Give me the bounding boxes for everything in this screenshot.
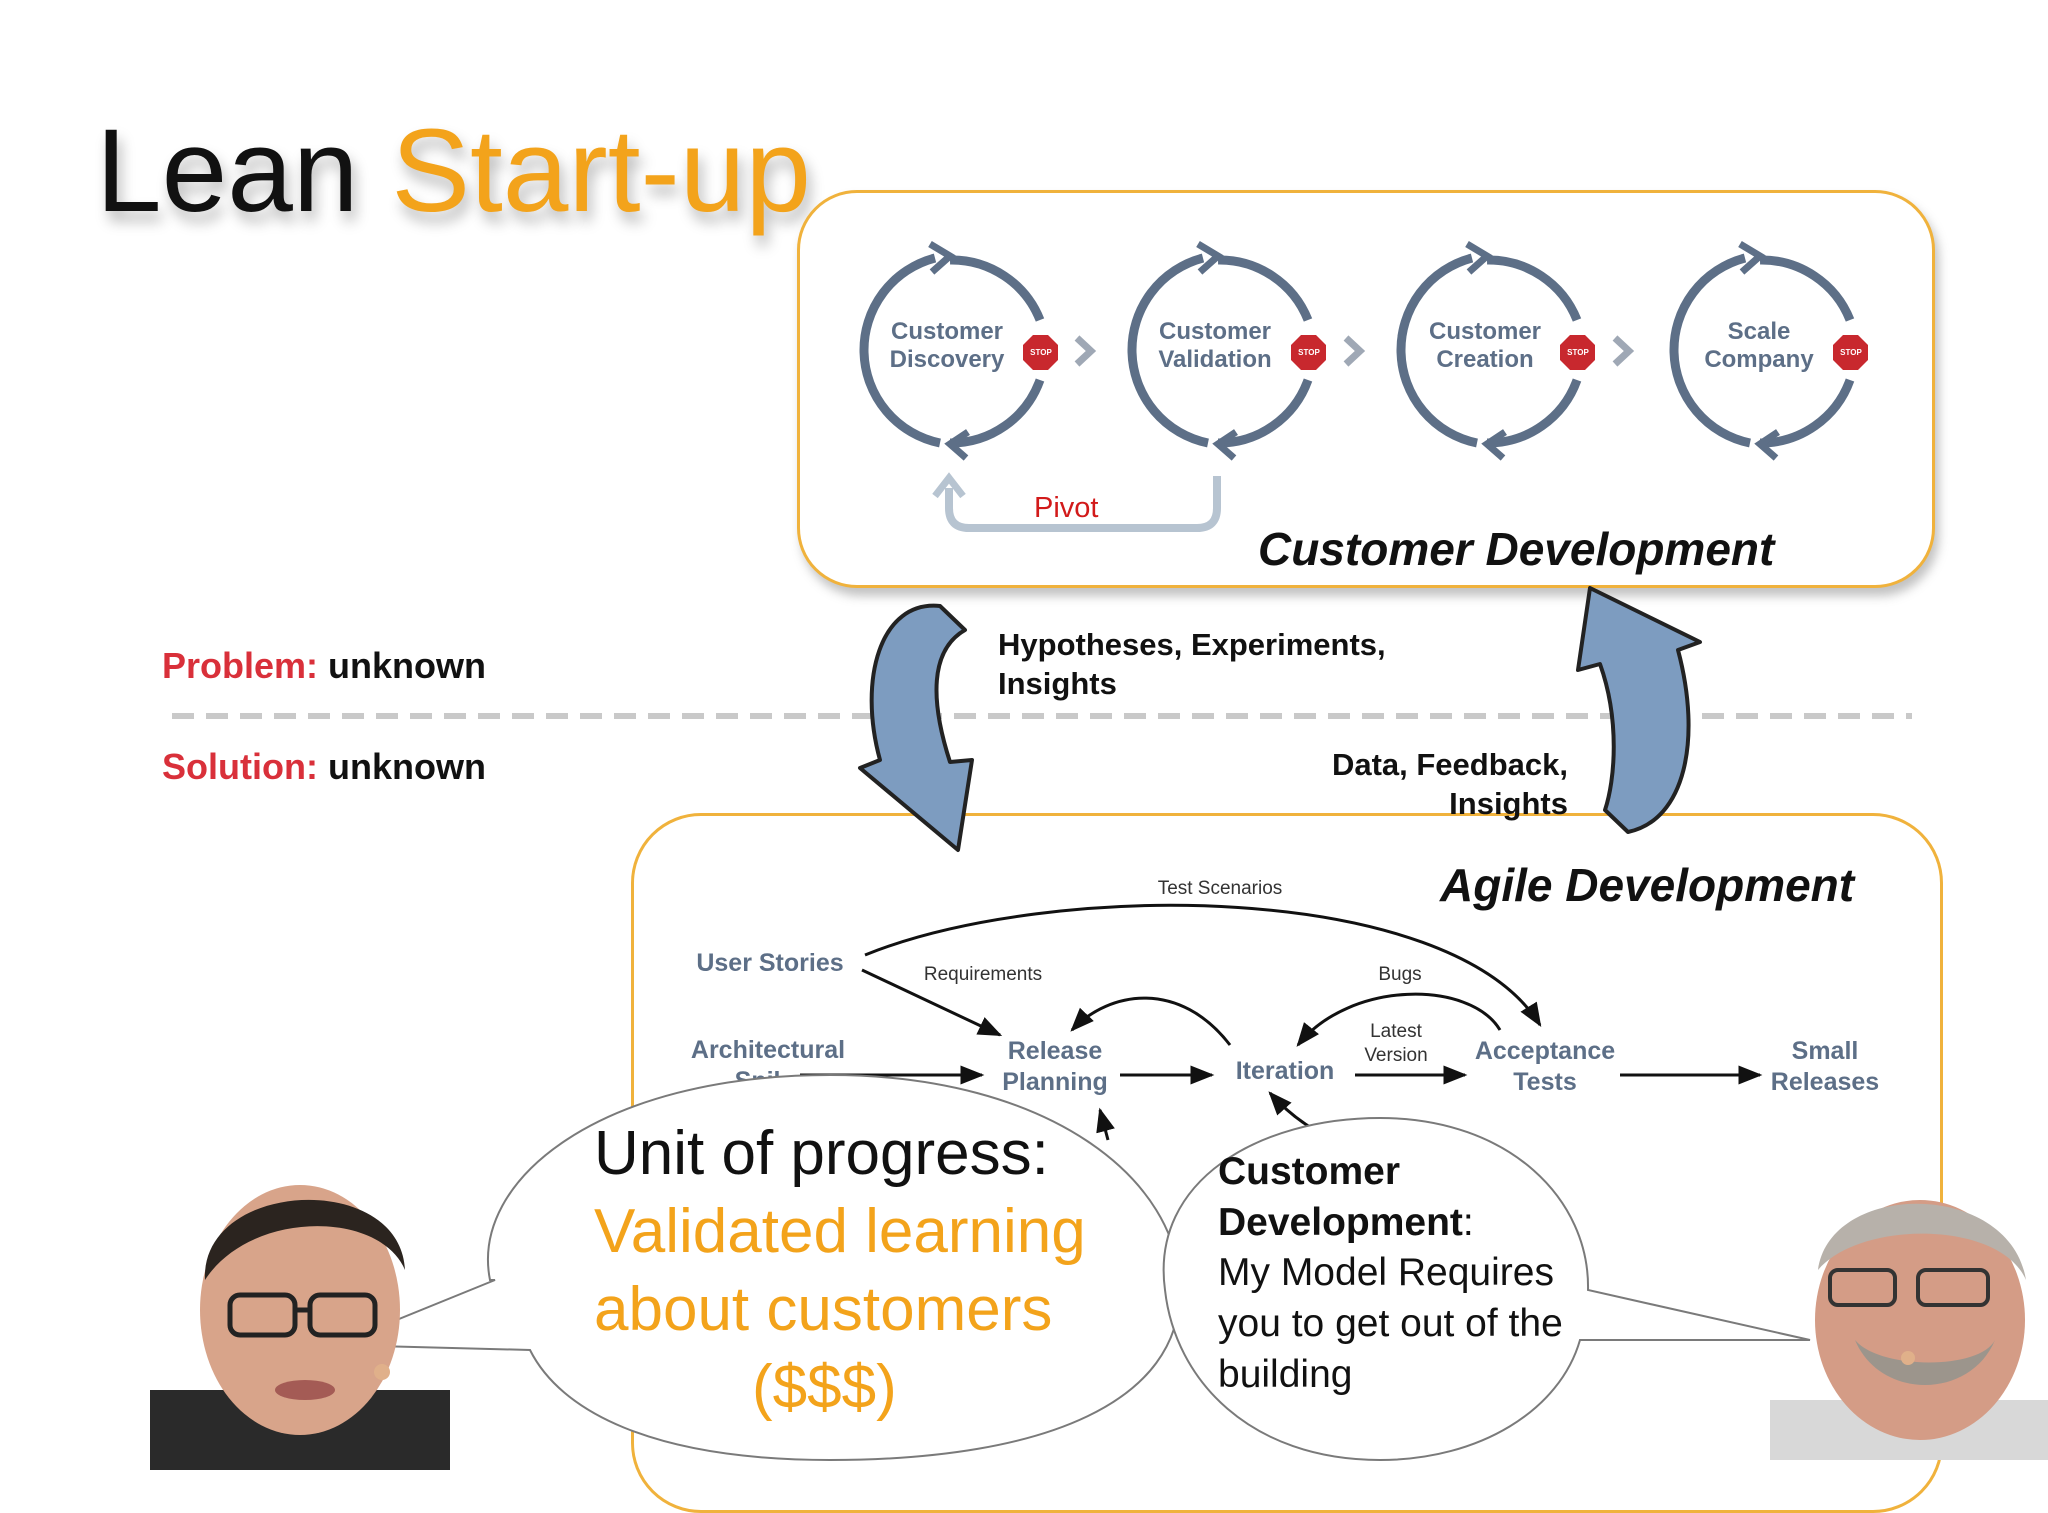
stop-sign-icon: [1023, 335, 1868, 370]
requirements-edge: [861, 968, 1003, 1037]
stage-line: Discovery: [889, 345, 1005, 373]
node-architectural-spike: Architectural Spike: [670, 1035, 866, 1083]
stage-customer-discovery: Customer Discovery: [847, 318, 1047, 373]
stage-line: Customer: [1428, 318, 1542, 345]
customer-development-loops: STOP STOP STOP STOP: [859, 240, 1868, 532]
problem-label: Problem: unknown: [162, 645, 486, 687]
edge-line: Latest: [1370, 1021, 1422, 1042]
node-line: Small: [1791, 1037, 1859, 1065]
title-main: Lean: [96, 105, 359, 237]
right-speech-bubble: [1162, 1116, 1811, 1462]
node-release-planning: Release Planning: [985, 1036, 1125, 1099]
node-line: Releases: [1770, 1068, 1880, 1097]
stop-sign-label: STOP: [1840, 348, 1862, 357]
node-small-releases: Small Releases: [1760, 1036, 1890, 1099]
right-bubble-text: Customer Development: My Model Requires …: [1218, 1147, 1563, 1400]
stop-sign-label: STOP: [1298, 348, 1320, 357]
customer-development-title: Customer Development: [1258, 523, 1775, 575]
flow-line: Insights: [1449, 785, 1568, 821]
solution-label: Solution: unknown: [162, 746, 486, 788]
bubble-line: ($$$): [752, 1353, 897, 1423]
feedback-flow-label: Data, Feedback, Insights: [1268, 746, 1568, 824]
hypotheses-flow-label: Hypotheses, Experiments, Insights: [998, 626, 1386, 704]
bubble-line: Validated learning: [594, 1197, 1086, 1267]
left-bubble-text: Unit of progress: Validated learning abo…: [594, 1115, 1086, 1427]
iteration-feedback-edge: [1070, 996, 1232, 1046]
bubble-line: about customers: [594, 1275, 1053, 1345]
bubble-line: Unit of progress:: [594, 1119, 1049, 1188]
node-line: Acceptance: [1474, 1037, 1616, 1065]
flow-line: Data, Feedback,: [1331, 747, 1568, 782]
loop-customer-discovery-icon: [859, 240, 1045, 461]
bubble-line: My Model Requires: [1218, 1251, 1554, 1295]
loop-customer-creation-icon: [1396, 240, 1582, 461]
stage-line: Validation: [1158, 345, 1272, 373]
edge-label-requirements: Requirements: [923, 964, 1043, 985]
loop-customer-validation-icon: [1127, 240, 1313, 461]
solution-value: unknown: [327, 746, 486, 787]
stage-line: Customer: [1158, 318, 1272, 345]
stage-customer-validation: Customer Validation: [1115, 318, 1315, 373]
up-arrow-icon: [1576, 586, 1702, 834]
solution-key: Solution:: [162, 746, 318, 787]
bubble-line: building: [1218, 1352, 1353, 1396]
pivot-arrow-icon: [932, 472, 1221, 532]
edge-line: Version: [1364, 1044, 1428, 1066]
problem-key: Problem:: [162, 645, 319, 686]
bubble-colon: :: [1462, 1200, 1474, 1244]
bubble-bold: Development: [1218, 1200, 1463, 1244]
stage-line: Company: [1704, 345, 1814, 373]
edge-label-bugs: Bugs: [1378, 964, 1422, 985]
test-scenarios-edge: [864, 903, 1542, 1028]
stage-customer-creation: Customer Creation: [1385, 318, 1585, 373]
node-line: Tests: [1513, 1068, 1577, 1097]
stage-scale-company: Scale Company: [1659, 318, 1859, 373]
node-acceptance-tests: Acceptance Tests: [1465, 1036, 1625, 1099]
title-accent: Start-up: [391, 105, 812, 237]
loop-scale-company-icon: [1669, 240, 1855, 461]
down-arrow-icon: [858, 603, 974, 852]
edge-label-test-scenarios: Test Scenarios: [1157, 878, 1283, 899]
customer-development-panel: [797, 190, 1935, 588]
node-line: Architectural: [690, 1036, 846, 1064]
node-line: Planning: [1002, 1068, 1108, 1097]
bugs-edge: [1296, 992, 1502, 1047]
speech-bubbles: [334, 1073, 1811, 1462]
node-user-stories: User Stories: [696, 949, 844, 977]
flow-arrows: [172, 586, 1912, 852]
node-iteration: Iteration: [1235, 1057, 1335, 1085]
node-line: Release: [1007, 1037, 1103, 1065]
pivot-label: Pivot: [1034, 492, 1099, 524]
bubble-bold: Customer: [1218, 1150, 1401, 1193]
agile-development-title: Agile Development: [1440, 859, 1855, 911]
problem-value: unknown: [328, 645, 487, 686]
eric-ries-photo: [150, 1185, 450, 1470]
flow-line: Insights: [998, 665, 1117, 701]
planning-return-edge: [1096, 1107, 1115, 1141]
stage-line: Scale: [1727, 318, 1791, 345]
flow-line: Hypotheses, Experiments,: [998, 627, 1386, 662]
stage-line: Creation: [1436, 345, 1534, 373]
stage-line: Customer: [890, 318, 1004, 345]
bubble-line: you to get out of the: [1218, 1302, 1563, 1346]
steve-blank-photo: [1770, 1200, 2048, 1460]
stop-sign-label: STOP: [1030, 348, 1052, 357]
stop-sign-label: STOP: [1567, 348, 1589, 357]
chevron-right-icon: [1074, 335, 1635, 367]
slide-title: Lean Start-up: [96, 112, 811, 230]
edge-label-latest-version: Latest Version: [1346, 1020, 1446, 1068]
